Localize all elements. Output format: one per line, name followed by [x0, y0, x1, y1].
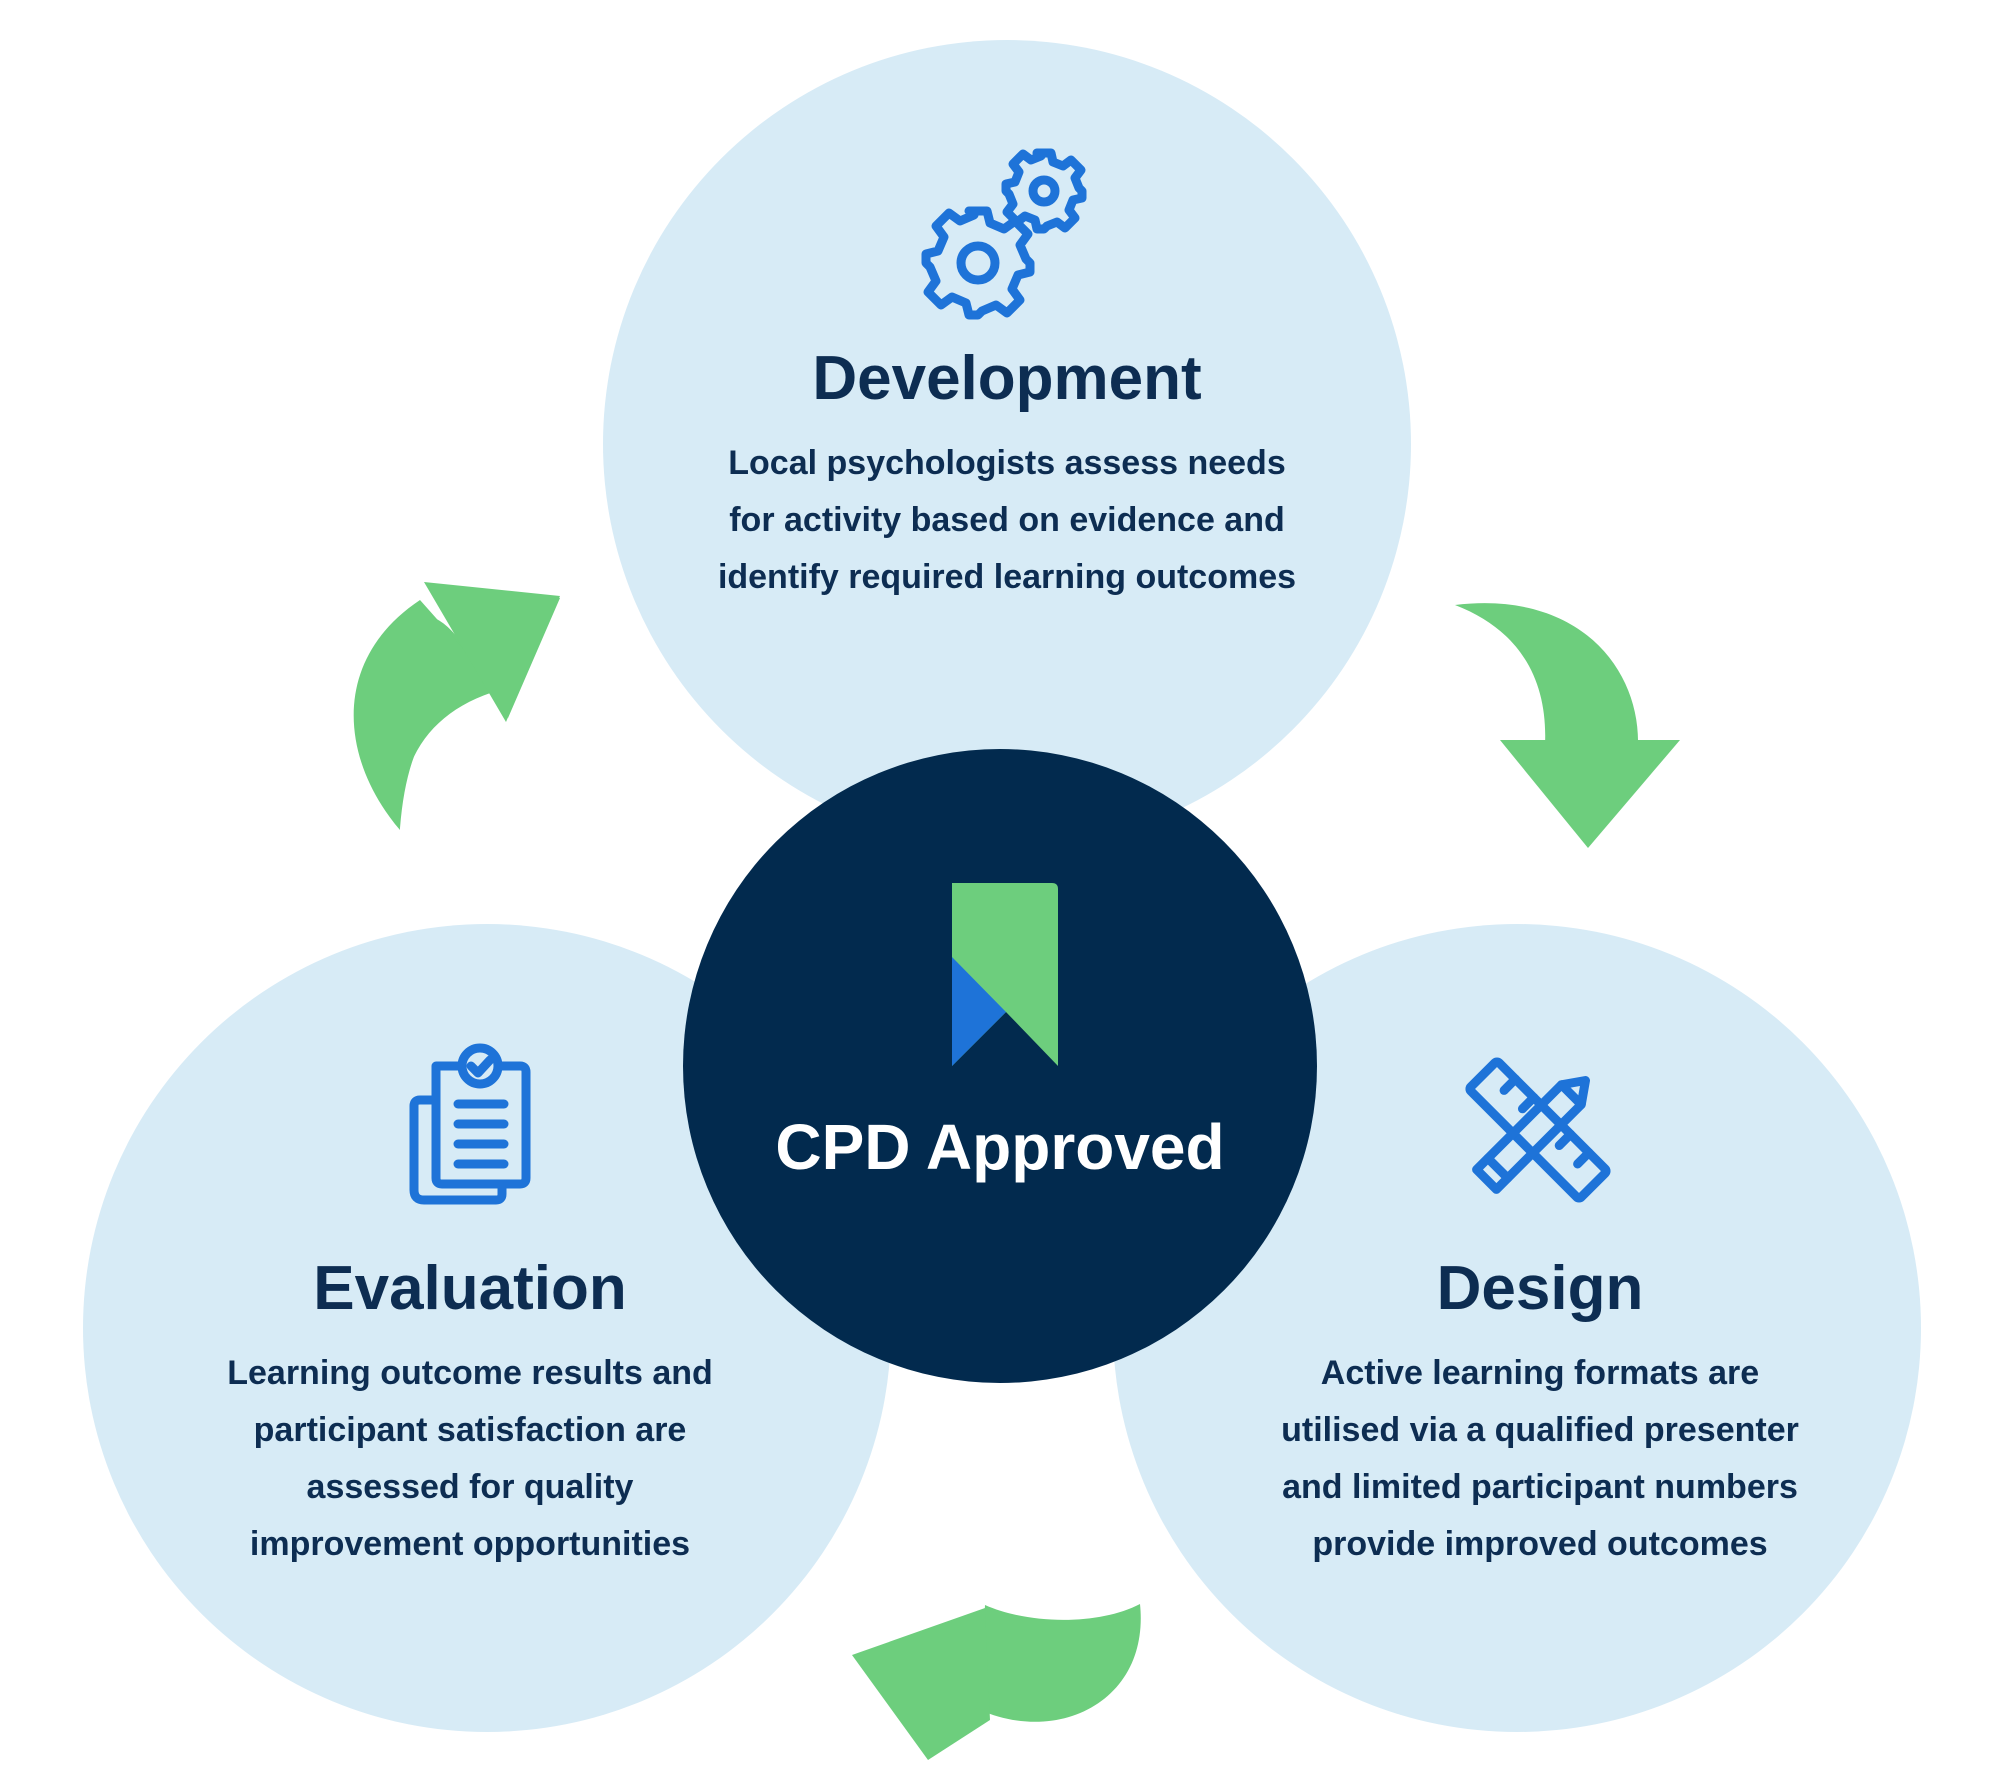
center-title: CPD Approved [775, 1111, 1225, 1183]
center-hub [683, 749, 1317, 1383]
arrow-design-to-evaluation-tail [980, 1604, 1141, 1722]
development-block: Development Local psychologists assess n… [640, 343, 1374, 606]
evaluation-block: Evaluation Learning outcome results and … [120, 1253, 820, 1573]
evaluation-description: Learning outcome results and participant… [227, 1354, 713, 1563]
development-title: Development [812, 344, 1202, 413]
arrow-evaluation-to-development [364, 583, 560, 828]
design-block: Design Active learning formats are utili… [1180, 1253, 1900, 1573]
arrow-evaluation-to-development-head [424, 582, 560, 722]
arrow-development-to-design-head [1500, 740, 1680, 848]
evaluation-title: Evaluation [313, 1254, 627, 1323]
development-description: Local psychologists assess needs for act… [717, 444, 1297, 596]
arrow-development-to-design-tail [1455, 603, 1639, 745]
design-description: Active learning formats are utilised via… [1281, 1354, 1799, 1563]
arrow-design-to-evaluation-head [852, 1608, 990, 1760]
design-title: Design [1436, 1254, 1644, 1323]
arrow-evaluation-to-development-tail [353, 600, 500, 830]
